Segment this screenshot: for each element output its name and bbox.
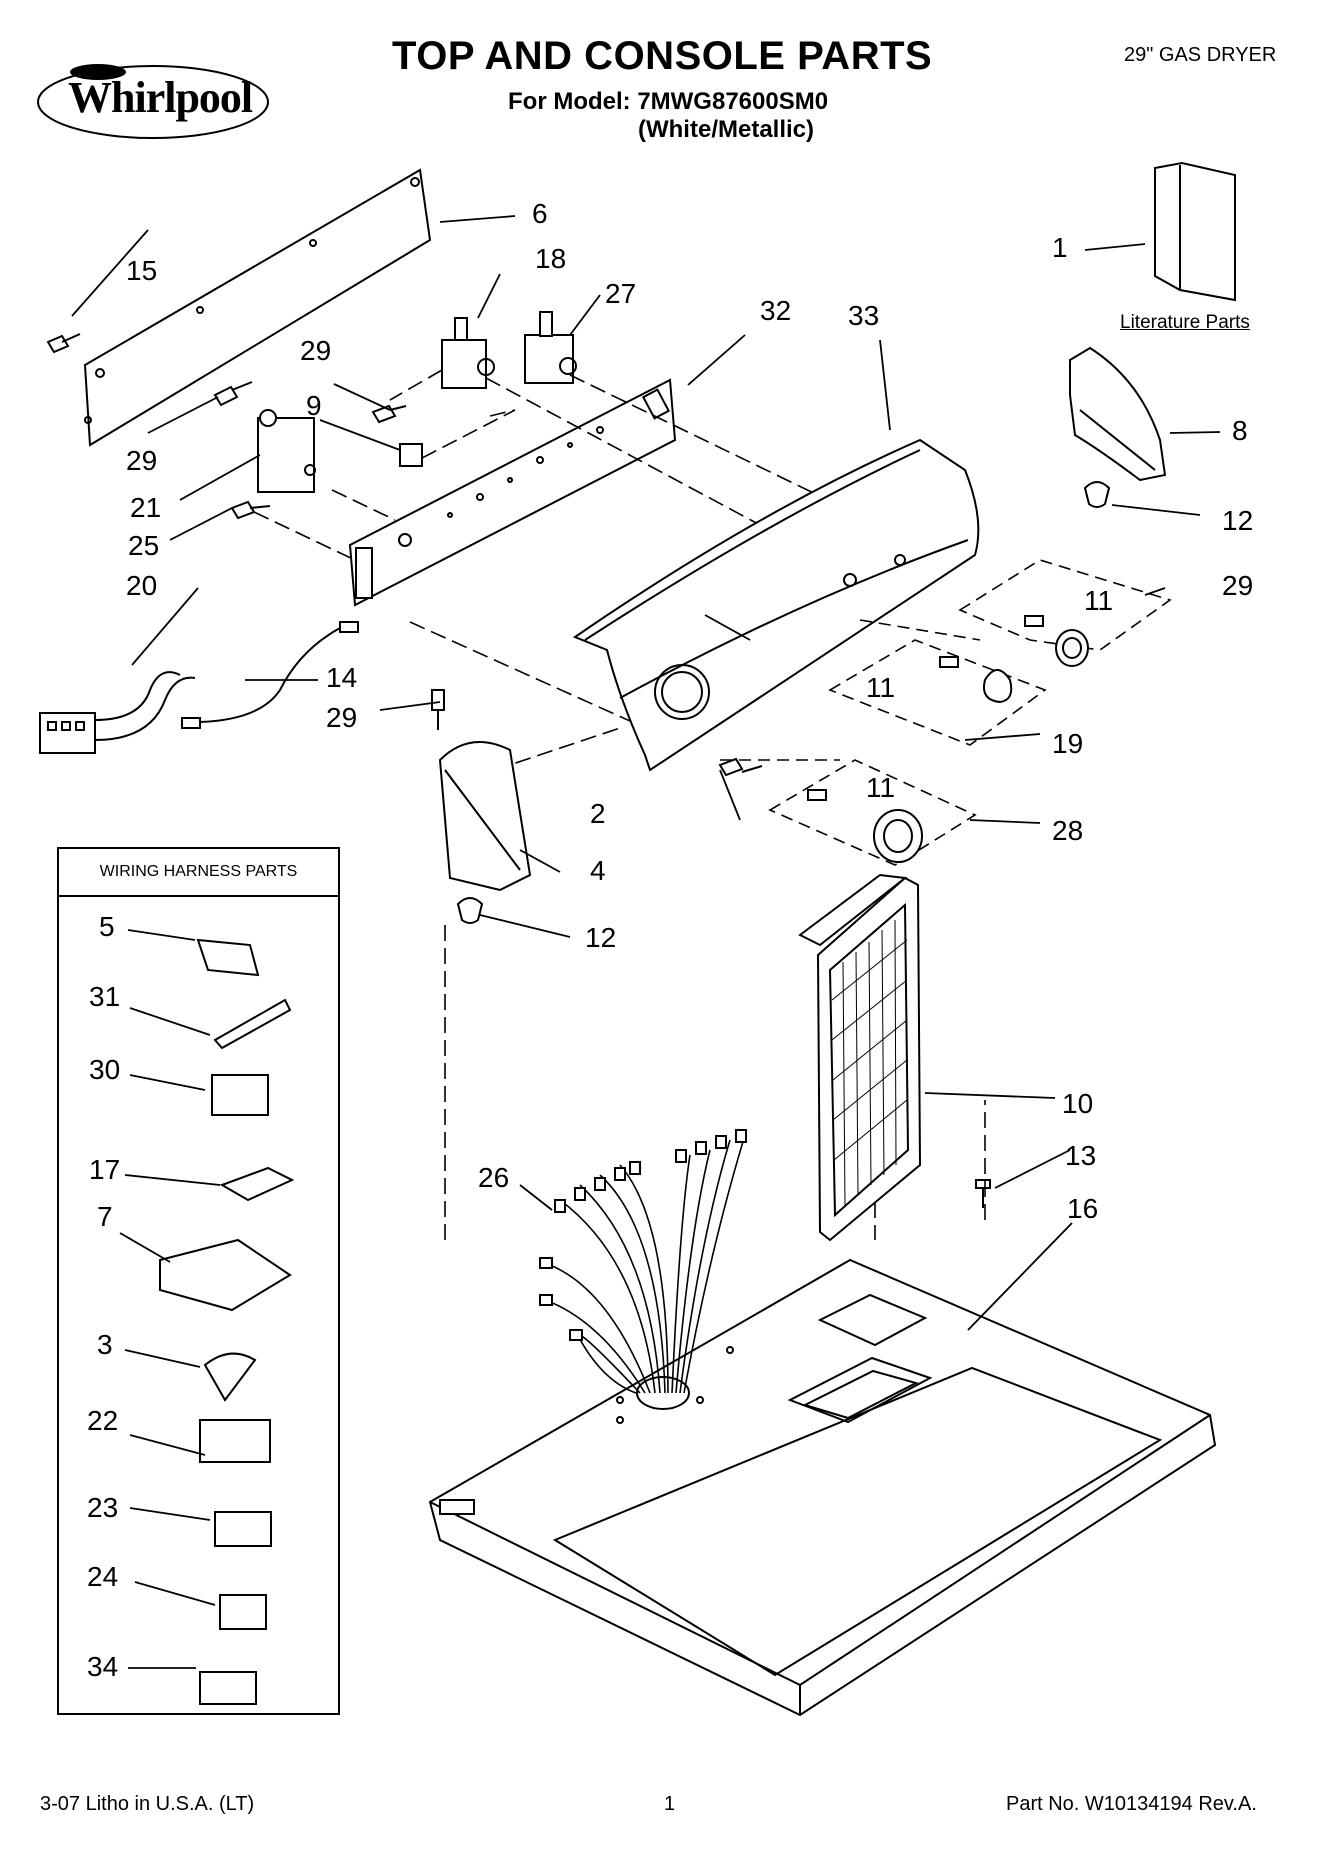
connector-icon (199, 1419, 271, 1463)
knob-insert (807, 789, 827, 801)
harness-part-5: 5 (99, 911, 115, 942)
harness-part-22: 22 (87, 1405, 119, 1436)
callout-21: 21 (130, 492, 162, 523)
wire-bundle (544, 1134, 746, 1394)
connector-icon (196, 938, 260, 977)
part-number: Part No. W10134194 Rev.A. (1006, 1793, 1257, 1815)
wire (199, 627, 341, 723)
callout-25: 25 (128, 530, 160, 561)
knob (873, 809, 923, 863)
callout-4: 4 (590, 855, 606, 886)
harness-part-24: 24 (87, 1561, 119, 1592)
callout-29d: 29 (326, 702, 358, 733)
callout-19: 19 (1052, 728, 1084, 759)
harness-part-30: 30 (89, 1054, 121, 1085)
callout-11c: 11 (866, 772, 896, 803)
callout-6: 6 (532, 198, 548, 229)
callout-33: 33 (848, 300, 880, 331)
knob (399, 443, 423, 467)
callout-29b: 29 (126, 445, 158, 476)
end-cap (438, 741, 532, 892)
literature-label: Literature Parts (1120, 312, 1250, 333)
wire (94, 671, 196, 741)
callout-26: 26 (478, 1162, 510, 1193)
callout-1: 1 (1052, 232, 1068, 263)
connector-icon (214, 1511, 272, 1547)
callout-20: 20 (126, 570, 158, 601)
callout-16: 16 (1067, 1193, 1099, 1224)
screw (371, 404, 407, 424)
clip-icon (203, 1352, 257, 1402)
callout-8: 8 (1232, 415, 1248, 446)
connector-icon (199, 1671, 257, 1705)
knob-insert (1024, 615, 1044, 627)
callout-18: 18 (535, 243, 567, 274)
knob-insert (939, 656, 959, 668)
callout-29c: 29 (1222, 570, 1254, 601)
model-color: (White/Metallic) (638, 116, 815, 143)
filter-opening (787, 1356, 933, 1424)
wiring-harness-box: WIRING HARNESS PARTS 5 31 30 17 7 3 22 2… (57, 847, 340, 1715)
callout-27: 27 (605, 278, 637, 309)
callout-10: 10 (1062, 1088, 1094, 1119)
literature-part (1154, 161, 1236, 302)
end-cap (1069, 346, 1167, 482)
connector-icon (211, 1074, 269, 1116)
clip (1083, 481, 1111, 508)
connector-icon (219, 1166, 295, 1202)
callout-15: 15 (126, 255, 158, 286)
screw (718, 757, 763, 777)
connector-icon (159, 1238, 292, 1312)
screw (975, 1179, 991, 1208)
console-panel (572, 438, 980, 772)
screw (46, 333, 81, 354)
connector-icon (219, 1594, 267, 1630)
screw (213, 381, 253, 407)
footer-litho: 3-07 Litho in U.S.A. (LT) (40, 1793, 255, 1815)
callout-32: 32 (760, 295, 792, 326)
page-number: 1 (664, 1793, 676, 1815)
brand-name: Whirlpool (68, 73, 253, 122)
console-control-board (348, 378, 677, 607)
harness-part-34: 34 (87, 1651, 119, 1682)
callout-2: 2 (590, 798, 606, 829)
harness-part-3: 3 (97, 1329, 113, 1360)
clip (456, 897, 484, 924)
callout-12a: 12 (1222, 505, 1254, 536)
page-title: TOP AND CONSOLE PARTS (392, 34, 933, 78)
callout-9: 9 (306, 390, 322, 421)
callout-28: 28 (1052, 815, 1084, 846)
model-number: For Model: 7MWG87600SM0 (508, 88, 829, 115)
timer (257, 417, 315, 493)
swirl-icon (37, 64, 269, 139)
harness-part-23: 23 (87, 1492, 119, 1523)
callout-13: 13 (1065, 1140, 1097, 1171)
screw (431, 689, 445, 730)
callout-11a: 11 (1084, 585, 1114, 616)
top-panel (428, 1258, 1217, 1717)
knob (1055, 629, 1089, 667)
appliance-type: 29" GAS DRYER (1124, 44, 1277, 66)
screw (230, 500, 271, 520)
back-panel (83, 168, 432, 447)
callout-14: 14 (326, 662, 358, 693)
harness-part-7: 7 (97, 1201, 113, 1232)
callout-11b: 11 (866, 672, 896, 703)
harness-part-31: 31 (89, 981, 121, 1012)
knob (983, 669, 1013, 704)
callout-12b: 12 (585, 922, 617, 953)
harness-part-17: 17 (89, 1154, 121, 1185)
callout-29a: 29 (300, 335, 332, 366)
whirlpool-logo: Whirlpool (28, 52, 278, 167)
wiring-harness-title: WIRING HARNESS PARTS (59, 849, 338, 897)
connector (39, 712, 96, 754)
terminal-icon (213, 998, 292, 1050)
